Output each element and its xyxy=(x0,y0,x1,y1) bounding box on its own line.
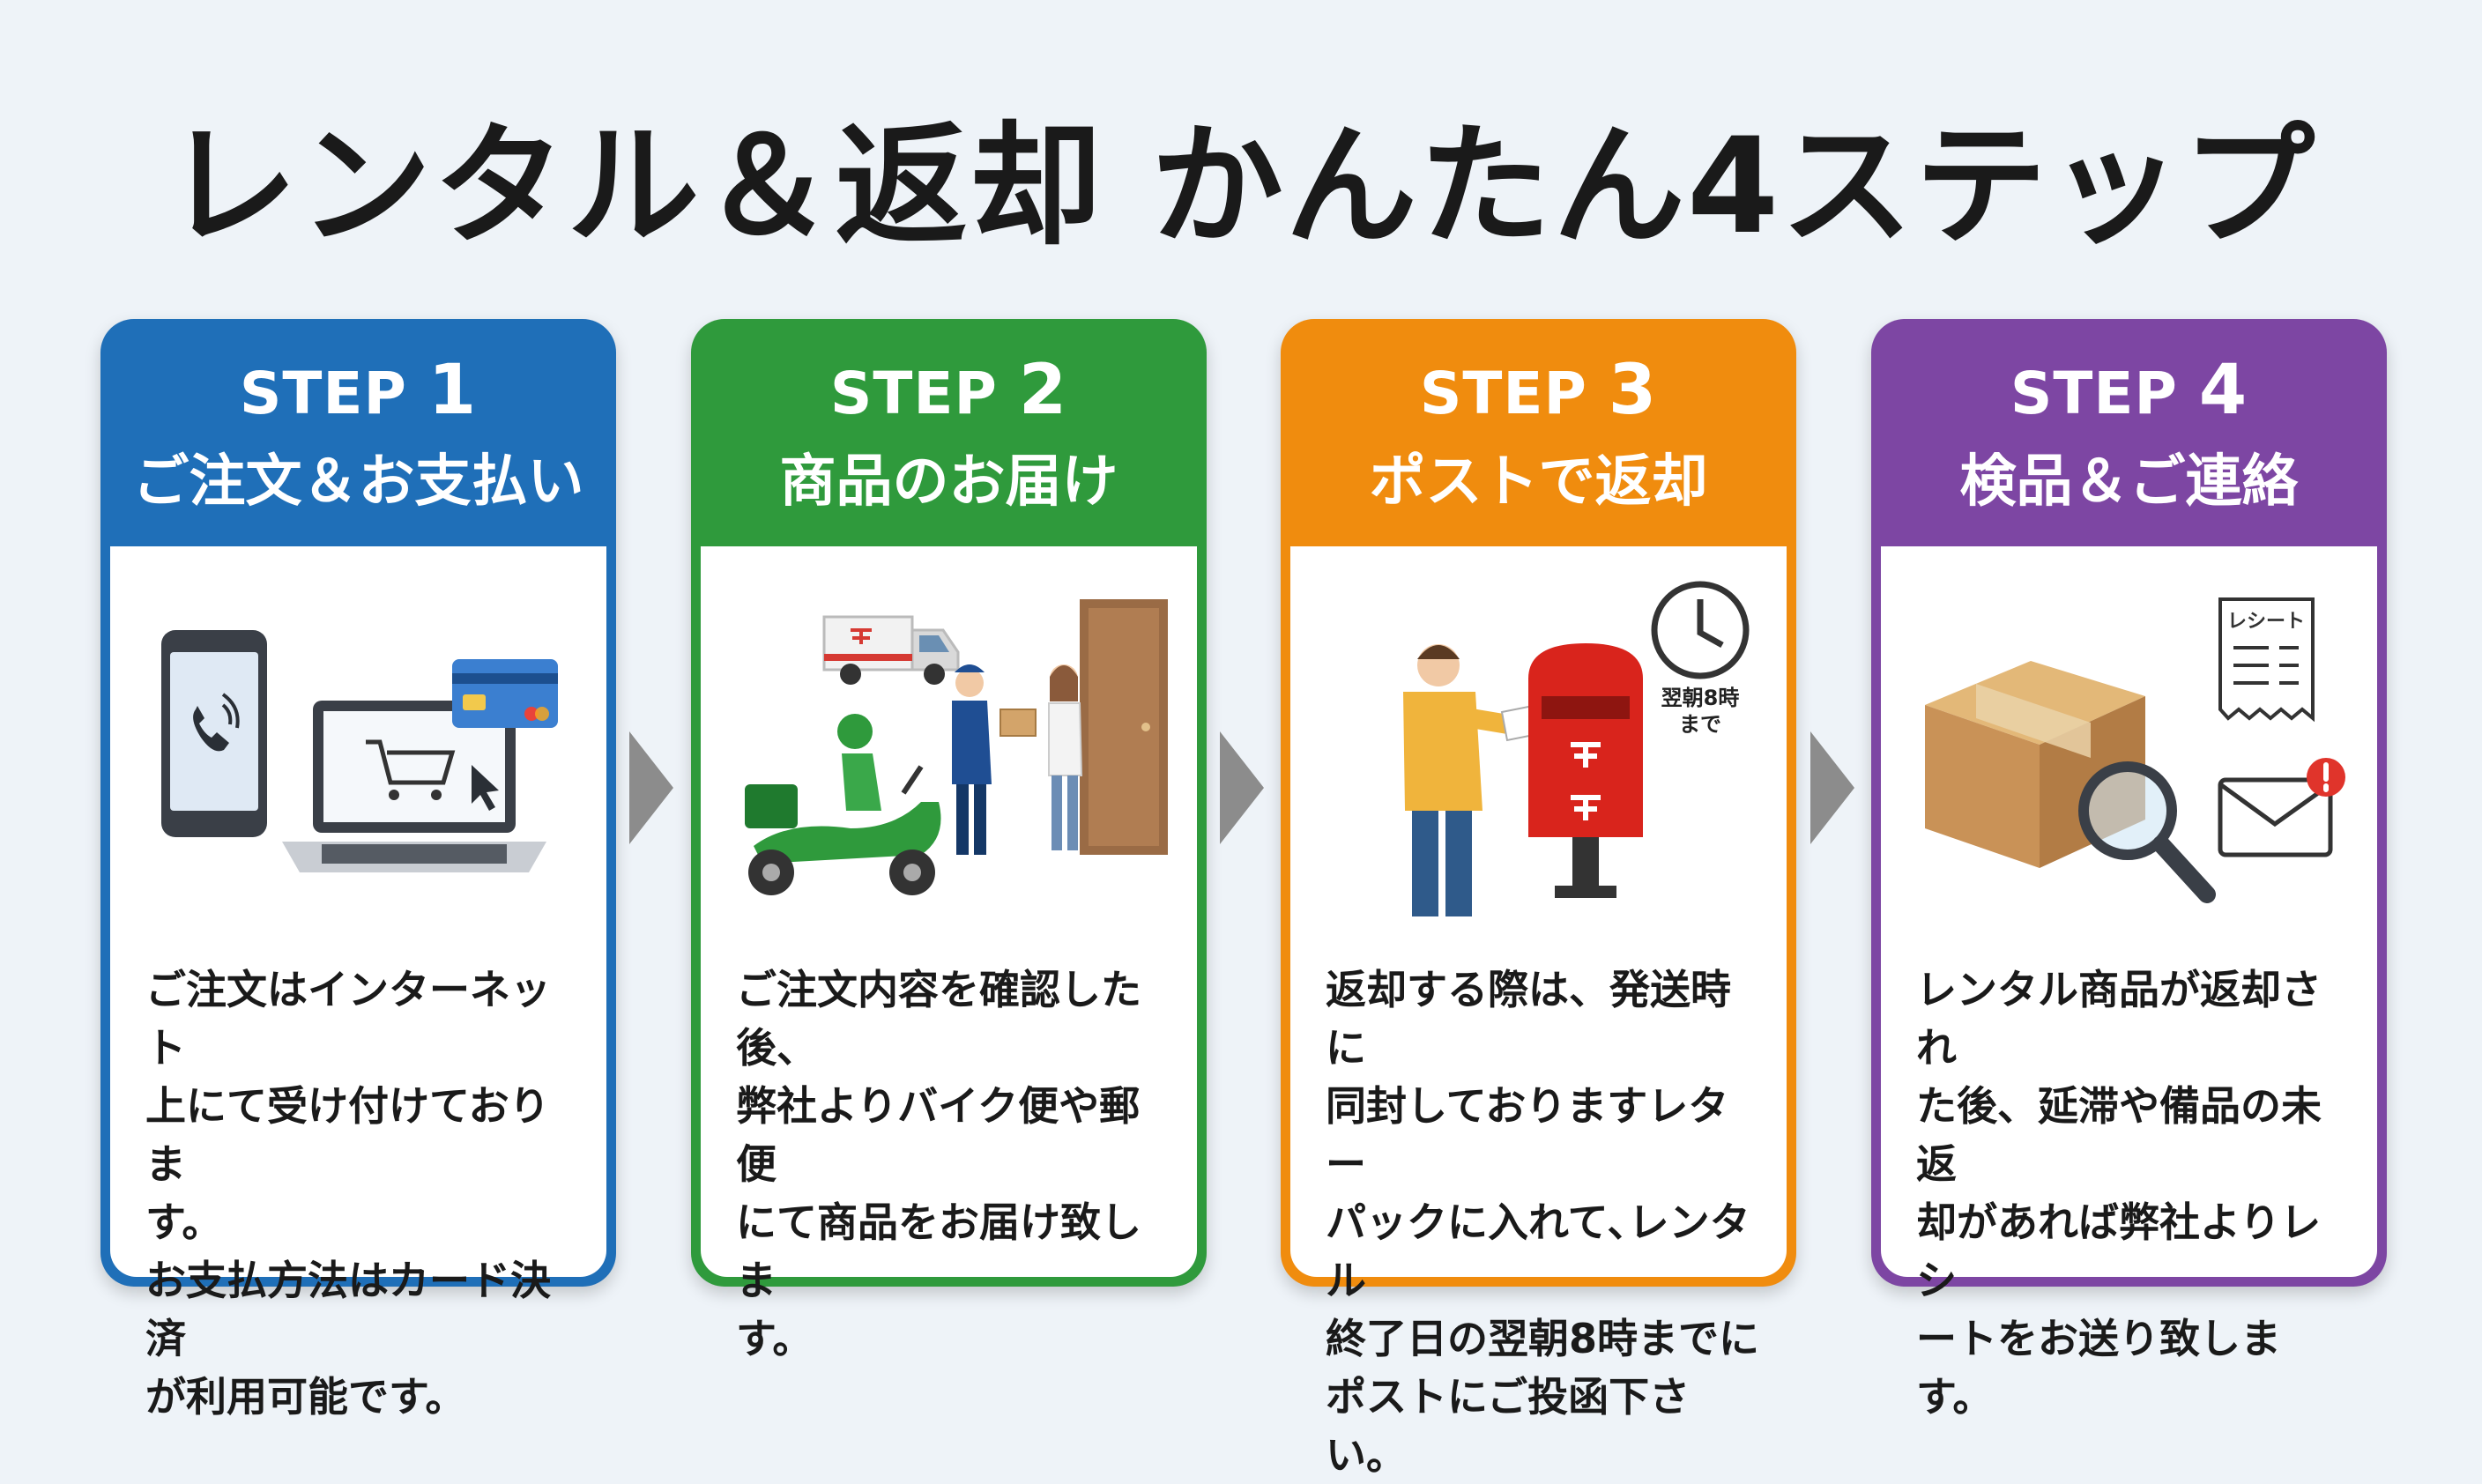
step-illustration xyxy=(161,630,558,872)
step-card-4: STEP 4 検品＆ご連絡 レシート xyxy=(1871,319,2387,1421)
laptop-cart-icon xyxy=(282,701,546,872)
mail-alert-icon xyxy=(2218,758,2345,857)
step-card-header: STEP 2 商品のお届け xyxy=(691,319,1207,546)
receipt-label: レシート xyxy=(2227,611,2305,633)
arrow-icon xyxy=(629,731,673,844)
scooter-rider-icon xyxy=(745,714,941,895)
step-card-1: STEP 1 ご注文＆お支払い xyxy=(100,319,616,1421)
step-description: レンタル商品が返却され た後、延滞や備品の未返 却があれば弊社よりレシ ートをお… xyxy=(1916,966,2322,1421)
step-number: 4 xyxy=(2198,351,2248,430)
receipt-icon: レシート xyxy=(2218,597,2315,723)
step-label: STEP 4 xyxy=(2010,351,2248,430)
smartphone-phone-icon xyxy=(161,630,267,837)
step-card-body: レシート レンタル商品が返却され た後、延滞や備品の未返 却があれば弊社よりレシ… xyxy=(1881,546,2377,1421)
step-number: 3 xyxy=(1608,351,1658,430)
step-card-2: STEP 2 商品のお届け xyxy=(691,319,1207,1362)
step-title: 検品＆ご連絡 xyxy=(1959,449,2299,515)
step-label: STEP 2 xyxy=(829,351,1068,430)
credit-card-icon xyxy=(452,659,558,728)
step-description: 返却する際は、発送時に 同封しておりますレター パックに入れて､レンタル 終了日… xyxy=(1326,966,1760,1479)
clock-caption: まで xyxy=(1679,712,1721,737)
step-card-header: STEP 3 ポストで返却 xyxy=(1281,319,1796,546)
step-card-body: ご注文はインターネット 上にて受け付けておりま す。 お支払方法はカード決済 が… xyxy=(110,546,606,1421)
step-card-header: STEP 4 検品＆ご連絡 xyxy=(1871,319,2387,546)
person-posting-letter-icon xyxy=(1403,644,1553,916)
arrow-icon xyxy=(1810,731,1854,844)
courier-handing-package-icon xyxy=(952,599,1168,855)
step-label: STEP 1 xyxy=(239,351,478,430)
step-illustration: レシート xyxy=(1925,597,2345,903)
red-postbox-icon xyxy=(1528,643,1643,898)
step-label: STEP 3 xyxy=(1419,351,1658,430)
step-number: 1 xyxy=(427,351,478,430)
clock-icon: 翌朝8時 まで xyxy=(1651,581,1750,737)
step-description: ご注文内容を確認した後、 弊社よりバイク便や郵便 にて商品をお届け致しま す。 xyxy=(736,966,1141,1362)
step-illustration: 翌朝8時 まで xyxy=(1403,581,1750,916)
step-card-body: ご注文内容を確認した後、 弊社よりバイク便や郵便 にて商品をお届け致しま す。 xyxy=(701,546,1197,1362)
page-title: レンタル＆返却 かんたん4ステップ xyxy=(165,110,2317,263)
step-title: 商品のお届け xyxy=(779,449,1118,515)
step-card-header: STEP 1 ご注文＆お支払い xyxy=(100,319,616,546)
clock-caption: 翌朝8時 xyxy=(1661,686,1740,710)
step-number: 2 xyxy=(1018,351,1068,430)
step-card-3: STEP 3 ポストで返却 xyxy=(1281,319,1796,1479)
step-card-body: 翌朝8時 まで 返却する際は、発送時に 同封しておりますレター パックに入れて､… xyxy=(1290,546,1787,1479)
step-title: ポストで返却 xyxy=(1369,449,1708,515)
delivery-van-icon xyxy=(822,615,960,685)
step-illustration xyxy=(745,599,1168,895)
step-description: ご注文はインターネット 上にて受け付けておりま す。 お支払方法はカード決済 が… xyxy=(145,966,551,1421)
step-title: ご注文＆お支払い xyxy=(132,449,584,515)
arrow-icon xyxy=(1220,731,1264,844)
magnifier-icon xyxy=(2078,761,2216,903)
